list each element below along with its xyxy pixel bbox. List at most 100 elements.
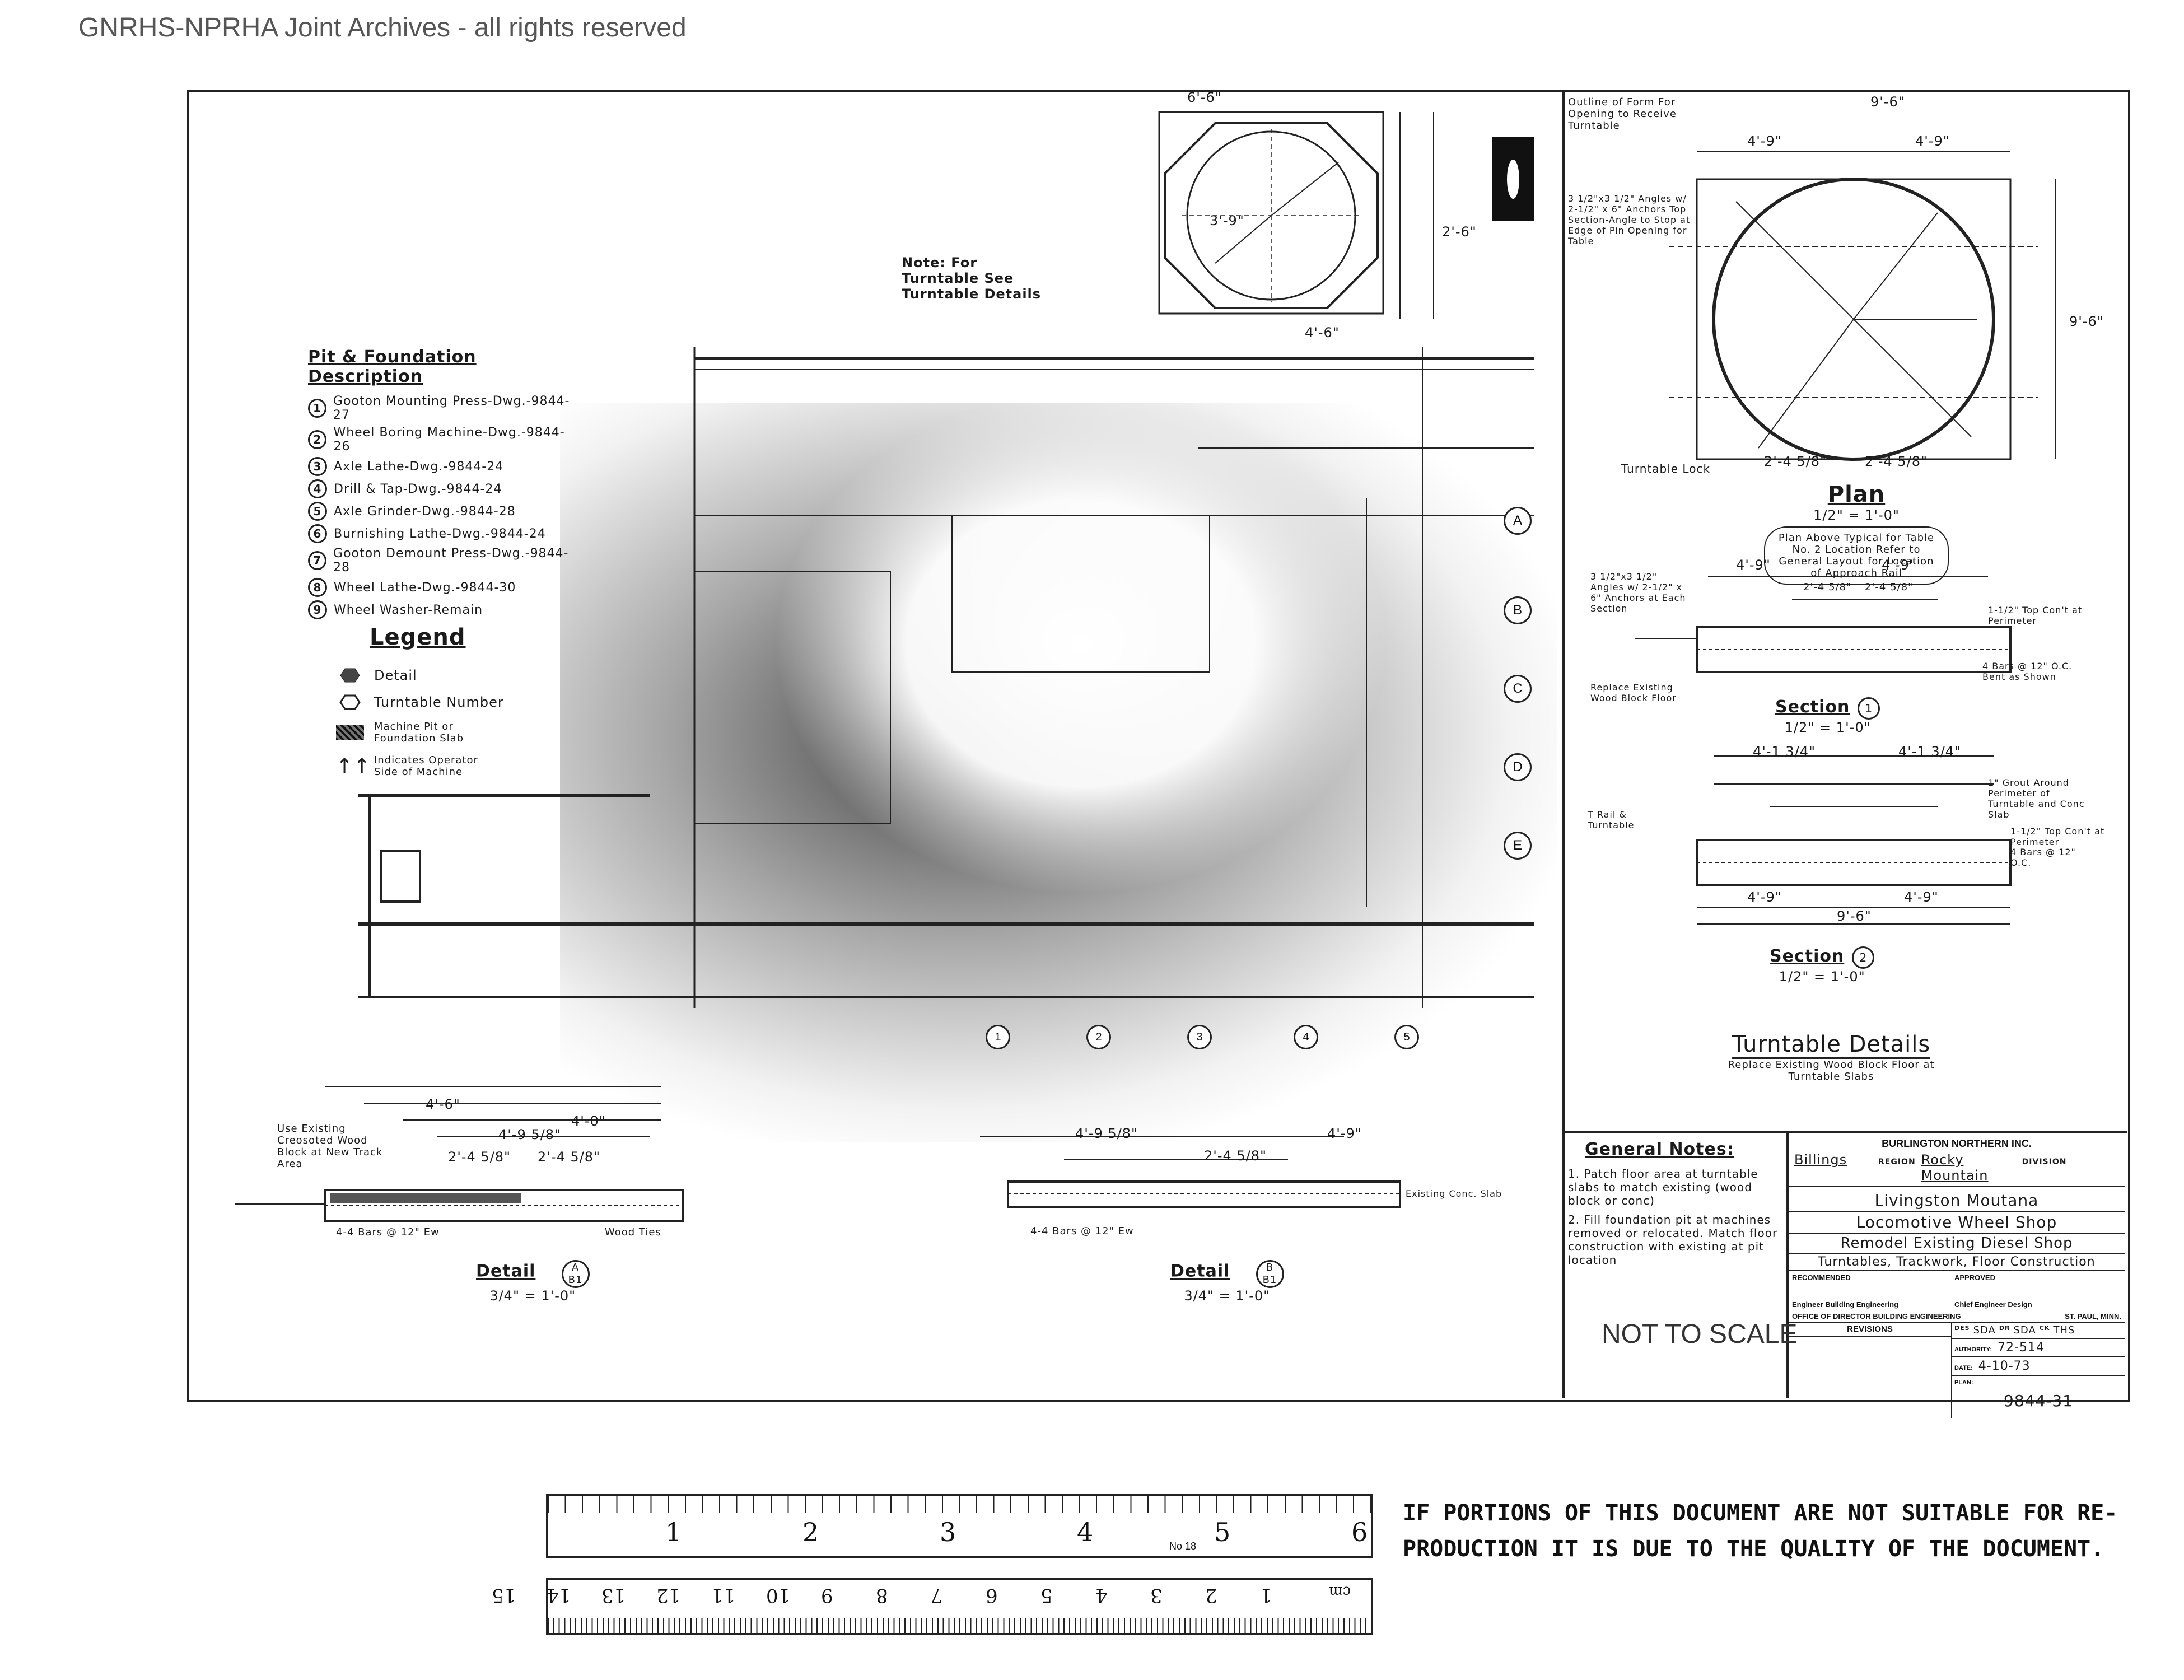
detail-a-dim-2: 4'-0": [571, 1113, 606, 1129]
octagon-dim-bottom: 4'-6": [1305, 325, 1340, 340]
section2-scale: 1/2" = 1'-0": [1779, 969, 1865, 984]
not-to-scale-stamp: NOT TO SCALE: [1602, 1319, 1798, 1349]
des-value: SDA: [1973, 1324, 1996, 1336]
cm-number: 5: [1040, 1584, 1053, 1607]
floor-plan-drawing: [358, 347, 1534, 1008]
title-line1: Livingston Moutana: [1874, 1191, 2039, 1210]
grid-bubble: D: [1504, 753, 1532, 781]
pit-item-number: 5: [308, 502, 327, 521]
section1-dim-3: 2'-4 5/8": [1803, 581, 1852, 593]
cm-number: 6: [986, 1584, 998, 1607]
sheet-divider: [1562, 90, 1565, 1398]
section-1-drawing: [1635, 576, 2012, 673]
turntable-details-title: Turntable Details: [1732, 1032, 1931, 1059]
approved-label: APPROVED: [1954, 1273, 1995, 1282]
pit-item-number: 4: [308, 479, 327, 498]
legend-detail: Detail: [374, 668, 417, 683]
section2-dim-3: 4'-9": [1747, 889, 1782, 905]
inch-number: 2: [802, 1517, 819, 1547]
detail-a-dim-3: 4'-9 5/8": [498, 1127, 562, 1142]
detail-a-dim-1: 4'-6": [426, 1096, 460, 1112]
des-label: DES: [1954, 1324, 1970, 1332]
machine-pit-hatch-icon: [336, 725, 364, 740]
pit-item-text: Drill & Tap-Dwg.-9844-24: [334, 482, 502, 496]
section2-note-grout: 1" Grout Around Perimeter of Turntable a…: [1988, 777, 2085, 820]
title-block-top-rule: [1562, 1131, 2127, 1133]
plan-title-block: Plan 1/2" = 1'-0" Plan Above Typical for…: [1764, 482, 1949, 585]
section2-title: Section: [1770, 946, 1845, 966]
octagon-foundation-drawing: [1158, 111, 1434, 319]
detail-symbol-icon: [340, 668, 360, 683]
detail-a-title: Detail: [476, 1261, 536, 1281]
plan-number: 9844-31: [2004, 1392, 2073, 1410]
section2-dim-5: 9'-6": [1837, 908, 1872, 924]
north-arrow-block: [1492, 137, 1534, 221]
section2-note-rail: T Rail & Turntable: [1588, 809, 1635, 830]
column-bubble: 4: [1294, 1025, 1318, 1049]
grid-bubble: E: [1504, 832, 1532, 860]
title-region: Billings: [1794, 1152, 1847, 1168]
pit-item-number: 8: [308, 578, 327, 597]
detail-a-dim-4: 2'-4 5/8": [448, 1149, 511, 1165]
column-bubble: 1: [986, 1025, 1010, 1049]
date-value: 4-10-73: [1978, 1359, 2031, 1373]
detail-a-scale: 3/4" = 1'-0": [489, 1288, 576, 1304]
column-bubble: 3: [1187, 1025, 1212, 1049]
pit-item-number: 6: [308, 524, 327, 543]
pit-item-text: Gooton Mounting Press-Dwg.-9844-27: [333, 394, 570, 422]
section1-dim-4: 2'-4 5/8": [1865, 581, 1914, 593]
detail-b-title: Detail: [1170, 1261, 1230, 1281]
general-notes-title: General Notes:: [1585, 1140, 1734, 1159]
detail-b-drawing: [980, 1136, 1401, 1208]
grid-bubble: B: [1504, 596, 1532, 624]
inch-number: 1: [665, 1517, 682, 1547]
pit-item-number: 9: [308, 600, 327, 619]
cm-number: 13: [601, 1584, 626, 1607]
cm-number: 9: [821, 1584, 833, 1607]
city-label: ST. PAUL, MINN.: [2065, 1312, 2121, 1320]
turntable-angle-note: 3 1/2"x3 1/2" Angles w/ 2-1/2" x 6" Anch…: [1568, 193, 1691, 246]
drawing-sheet: [187, 90, 2130, 1402]
pit-item-number: 7: [308, 551, 327, 570]
section1-title: Section: [1775, 697, 1850, 717]
pit-item-text: Wheel Washer-Remain: [334, 603, 483, 617]
turntable-outline-note: Outline of Form For Opening to Receive T…: [1568, 96, 1677, 132]
turntable-details-subtitle: Replace Existing Wood Block Floor at Tur…: [1728, 1059, 1935, 1082]
plan-dim-bottom-left: 2'-4 5/8": [1764, 454, 1827, 469]
pit-item-number: 1: [308, 399, 326, 418]
cm-number: 15: [492, 1584, 516, 1607]
plan-dim-side: 9'-6": [2069, 314, 2104, 329]
inch-ruler-ticks: [548, 1496, 1371, 1513]
pit-item-number: 2: [308, 430, 327, 449]
reproduction-disclaimer: IF PORTIONS OF THIS DOCUMENT ARE NOT SUI…: [1403, 1500, 2118, 1562]
recommended-title: Engineer Building Engineering: [1792, 1300, 1898, 1309]
detail-a-note-block: Use Existing Creosoted Wood Block at New…: [277, 1123, 383, 1170]
plan-dim-top-left: 4'-9": [1747, 133, 1782, 149]
ck-value: THS: [2053, 1324, 2075, 1336]
section-2-drawing: [1696, 755, 2012, 925]
section1-note-floor: Replace Existing Wood Block Floor: [1590, 682, 1677, 703]
detail-b-dim-2: 2'-4 5/8": [1204, 1148, 1267, 1164]
detail-b-note-slab: Existing Conc. Slab: [1406, 1188, 1502, 1199]
turntable-number-icon: [339, 694, 361, 710]
pit-item: 6 Burnishing Lathe-Dwg.-9844-24: [308, 524, 577, 543]
section1-dim-1: 4'-9": [1736, 557, 1771, 573]
pit-item: 1 Gooton Mounting Press-Dwg.-9844-27: [308, 394, 577, 422]
legend: Legend Detail Turntable Number Machine P…: [336, 624, 571, 778]
inch-number: 6: [1351, 1517, 1368, 1547]
floor-plan-faded-area: [773, 392, 1389, 896]
pit-item-text: Burnishing Lathe-Dwg.-9844-24: [334, 526, 546, 541]
title-division: Rocky Mountain: [1921, 1152, 1989, 1183]
ruler-mark: No 18: [1169, 1541, 1197, 1552]
plan-title: Plan: [1827, 482, 1886, 507]
section1-dim-2: 4'-9": [1882, 557, 1916, 573]
revisions-label: REVISIONS: [1789, 1323, 1951, 1337]
column-bubble: 5: [1394, 1025, 1419, 1049]
detail-a-dim-5: 2'-4 5/8": [538, 1149, 601, 1165]
